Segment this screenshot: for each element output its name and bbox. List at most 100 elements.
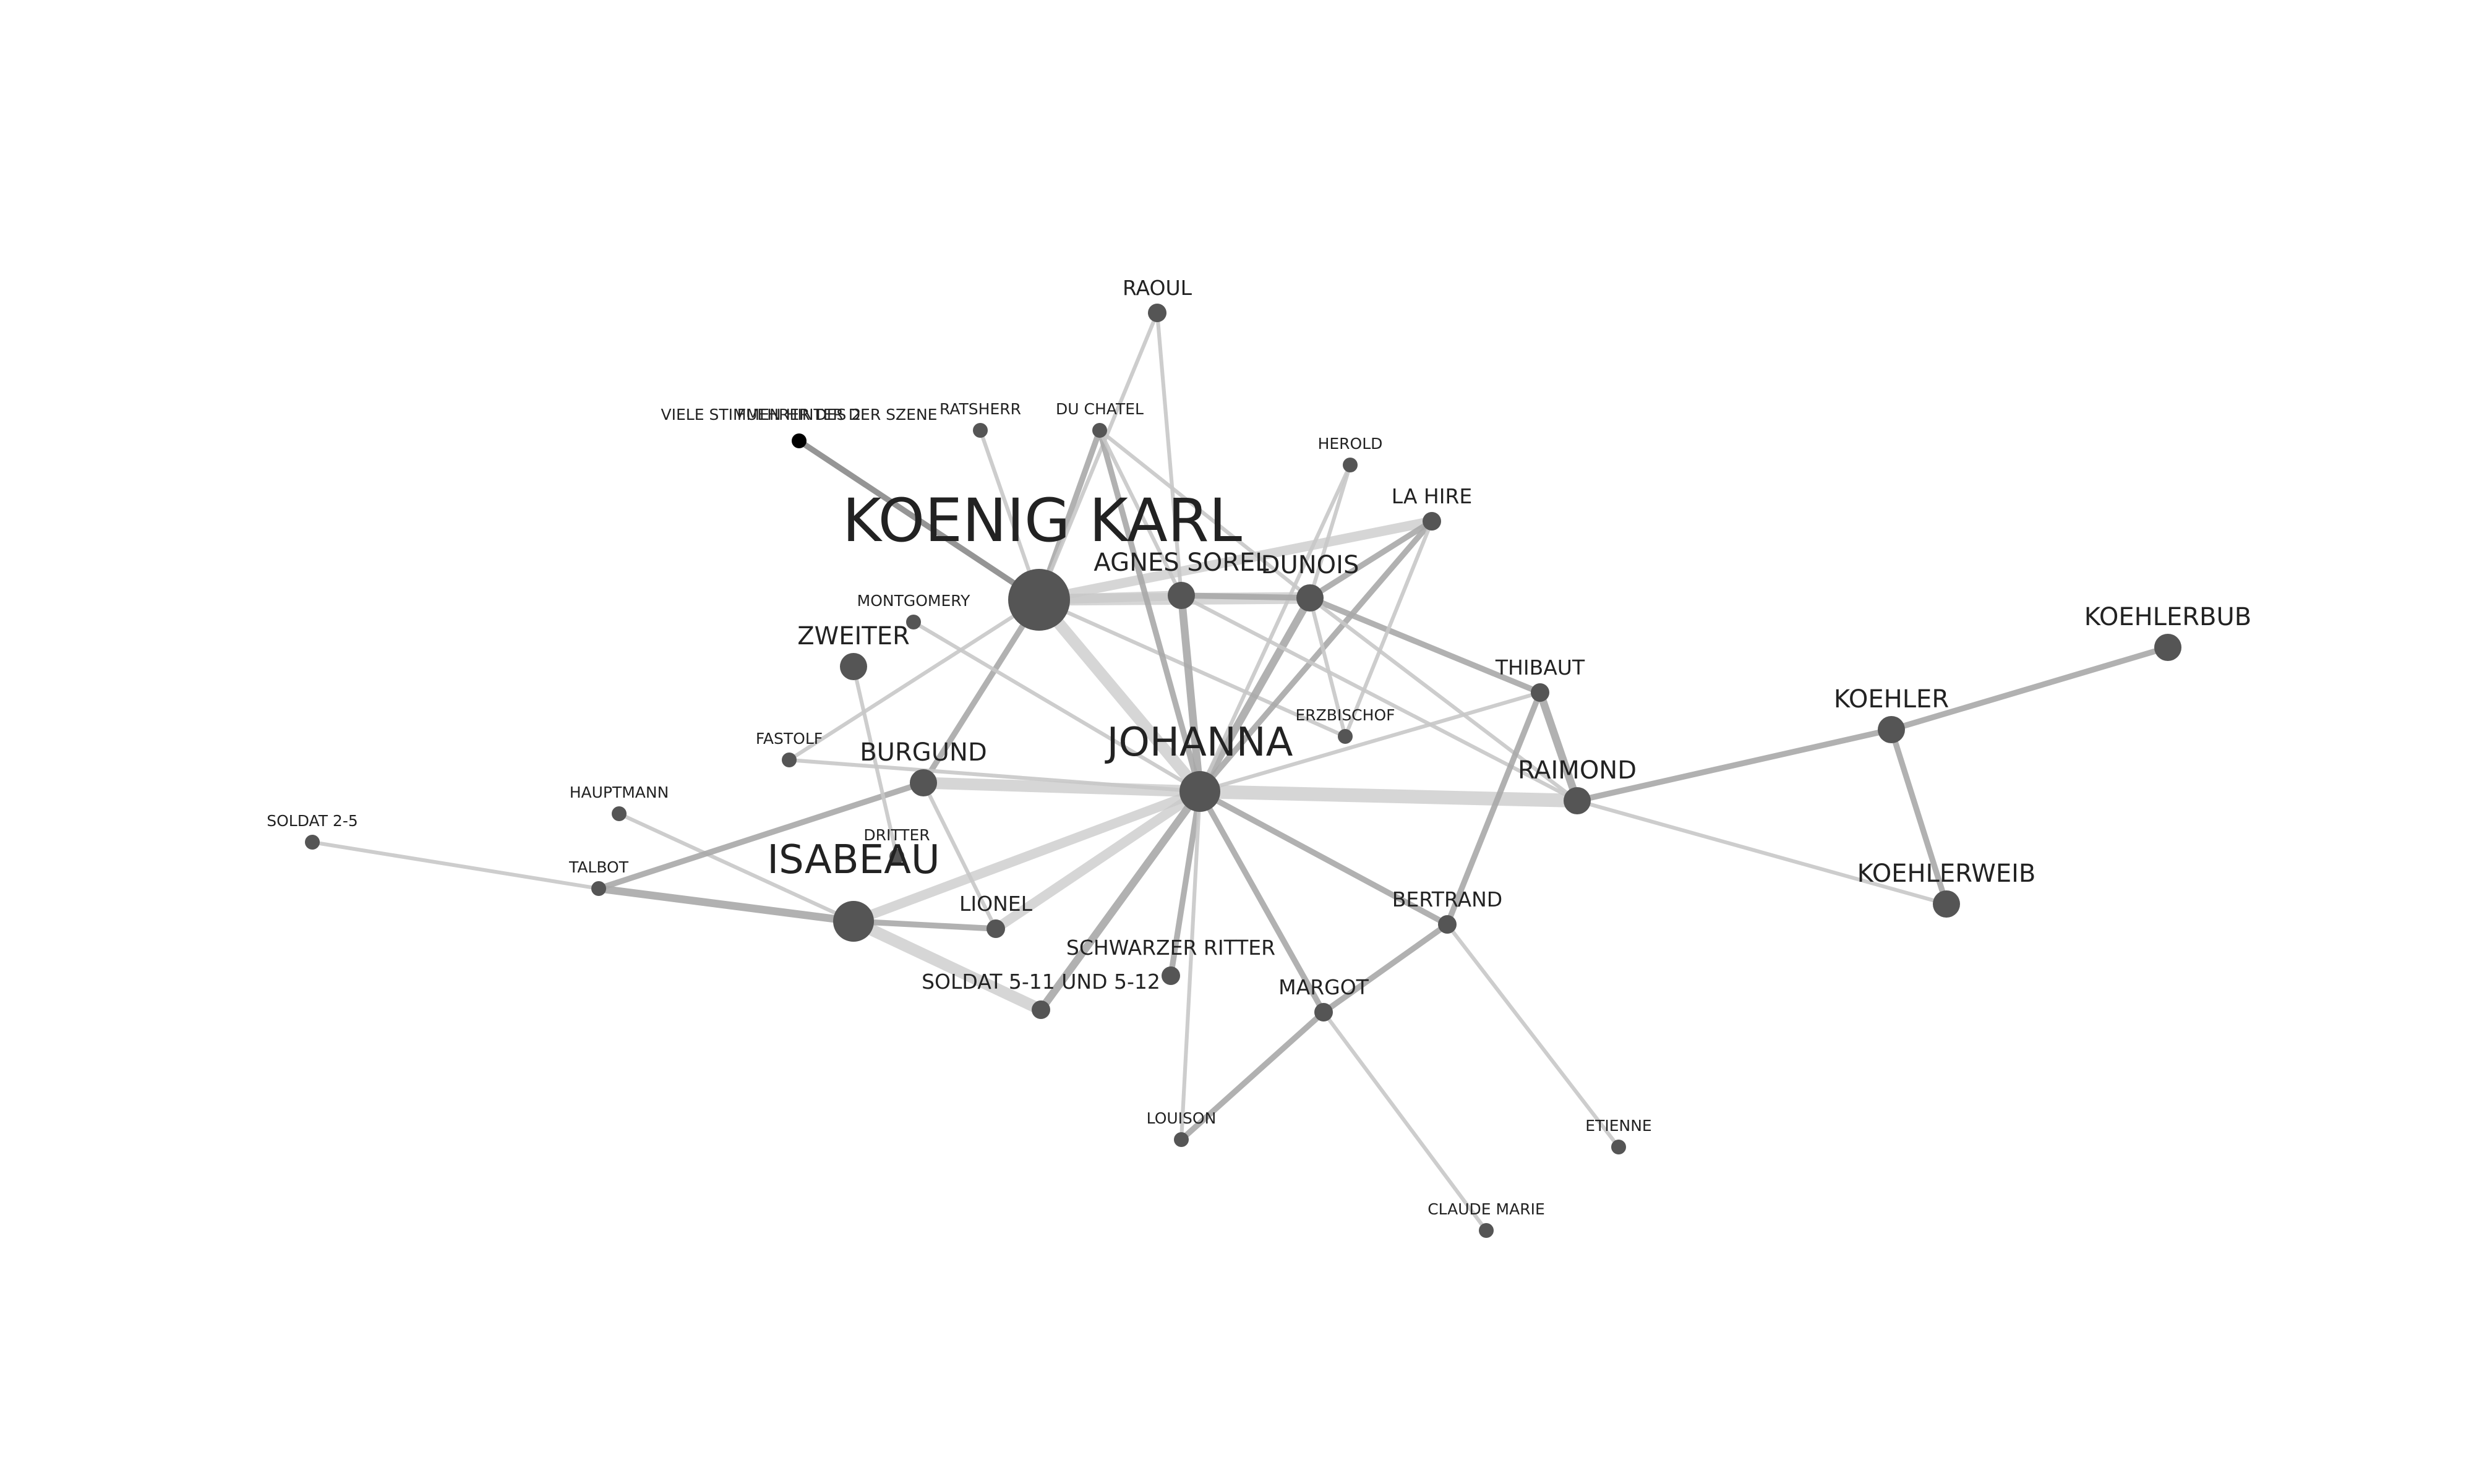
node-label-etienne: ETIENNE — [1585, 1117, 1651, 1135]
node-koenig-karl[interactable] — [1008, 569, 1070, 631]
node-dritter[interactable] — [889, 849, 904, 864]
node-soldat-2-5[interactable] — [305, 835, 320, 850]
node-label-soldat-5-11: SOLDAT 5-11 UND 5-12 — [922, 970, 1160, 994]
edge-koenig-karl-to-raoul — [1037, 310, 1160, 602]
node-talbot[interactable] — [591, 881, 606, 896]
edge-dunois-to-raimond — [1308, 595, 1580, 803]
node-label-dunois: DUNOIS — [1261, 551, 1359, 579]
edge-johanna-to-agnes-sorel — [1177, 591, 1204, 796]
node-schwarzer-ritter[interactable] — [1162, 966, 1180, 985]
node-koehlerbub[interactable] — [2154, 634, 2181, 661]
node-isabeau[interactable] — [833, 901, 874, 942]
labels-layer: KOENIG KARL JOHANNA ISABEAU AGNES SORELDUNO… — [267, 276, 2251, 1218]
edge-dunois-to-herold — [1308, 463, 1353, 600]
node-louison[interactable] — [1174, 1132, 1189, 1147]
node-label-schwarzer-ritter: SCHWARZER RITTER — [1066, 936, 1275, 960]
node-thibaut[interactable] — [1531, 683, 1549, 702]
node-label-du-chatel: DU CHATEL — [1056, 400, 1144, 418]
edge-erzbischof-to-la-hire — [1343, 519, 1434, 739]
node-hauptmann[interactable] — [612, 806, 627, 821]
edge-zweiter-to-dritter — [851, 664, 899, 859]
edge-koenig-karl-to-viele — [796, 438, 1042, 603]
edge-johanna-to-margot — [1197, 788, 1327, 1015]
edge-koenig-karl-to-johanna — [1033, 594, 1206, 798]
edge-bertrand-to-margot — [1320, 921, 1450, 1015]
edge-johanna-to-la-hire — [1197, 518, 1435, 795]
edge-johanna-to-lionel — [991, 787, 1205, 934]
node-bertrand[interactable] — [1438, 915, 1457, 934]
node-claude-marie[interactable] — [1479, 1223, 1494, 1238]
node-label-talbot: TALBOT — [568, 858, 629, 876]
edge-agnes-sorel-to-raoul — [1155, 310, 1184, 598]
edge-johanna-to-montgomery — [911, 620, 1202, 794]
node-zweiter[interactable] — [840, 653, 867, 680]
node-johanna[interactable] — [1179, 771, 1220, 812]
node-label-dritter: DRITTER — [863, 826, 930, 844]
node-la-hire[interactable] — [1423, 512, 1441, 531]
edge-koehler-to-koehlerweib — [1888, 727, 1950, 907]
node-viele[interactable] — [792, 433, 807, 448]
edge-dunois-to-la-hire — [1307, 518, 1435, 601]
node-margot[interactable] — [1314, 1003, 1333, 1021]
node-montgomery[interactable] — [906, 615, 921, 629]
node-dunois[interactable] — [1296, 584, 1324, 612]
node-label-bertrand: BERTRAND — [1392, 887, 1502, 911]
edge-johanna-to-isabeau — [849, 787, 1205, 926]
node-soldat-5-11[interactable] — [1032, 1000, 1050, 1019]
edge-burgund-to-lionel — [921, 780, 998, 931]
edge-koenig-karl-to-erzbischof — [1037, 597, 1348, 739]
node-label-thibaut: THIBAUT — [1495, 655, 1585, 680]
node-label-la-hire: LA HIRE — [1392, 484, 1473, 508]
node-label-johanna: JOHANNA — [1105, 720, 1293, 765]
edges-layer — [310, 310, 2171, 1233]
edge-johanna-to-bertrand — [1197, 788, 1450, 927]
edge-isabeau-to-lionel — [850, 918, 999, 932]
edge-talbot-to-soldat-2-5 — [310, 840, 601, 891]
node-agnes-sorel[interactable] — [1168, 582, 1195, 609]
node-label-koenig-karl: KOENIG KARL — [842, 486, 1242, 555]
node-label-isabeau: ISABEAU — [767, 837, 940, 883]
node-erzbischof[interactable] — [1338, 729, 1353, 744]
edge-johanna-to-burgund — [917, 777, 1206, 798]
edge-koenig-karl-to-fastolf — [787, 597, 1042, 762]
node-label-fastolf: FASTOLF — [756, 730, 823, 748]
node-label-lionel: LIONEL — [959, 892, 1033, 916]
node-label-burgund: BURGUND — [860, 738, 987, 767]
node-label-erzbischof: ERZBISCHOF — [1296, 706, 1395, 724]
node-label-hauptmann: HAUPTMANN — [570, 783, 669, 801]
edge-johanna-to-thibaut — [1197, 690, 1543, 794]
node-koehlerweib[interactable] — [1933, 890, 1960, 918]
edge-dunois-to-erzbischof — [1308, 595, 1348, 739]
node-koehler[interactable] — [1878, 716, 1905, 743]
node-label-raimond: RAIMOND — [1518, 756, 1637, 785]
node-label-agnes-sorel: AGNES SOREL — [1094, 548, 1269, 577]
node-etienne[interactable] — [1611, 1140, 1626, 1154]
node-label-herold: HEROLD — [1318, 435, 1383, 453]
node-herold[interactable] — [1343, 458, 1358, 472]
node-label-koehlerbub: KOEHLERBUB — [2084, 603, 2251, 631]
node-raoul[interactable] — [1148, 304, 1166, 322]
edge-agnes-sorel-to-du-chatel — [1097, 428, 1184, 598]
node-label-ratsherr: RATSHERR — [940, 400, 1021, 418]
edge-bertrand-to-etienne — [1445, 922, 1621, 1149]
node-label-zweiter: ZWEITER — [797, 622, 910, 650]
edge-koenig-karl-to-la-hire — [1034, 516, 1437, 605]
edge-margot-to-claude-marie — [1321, 1010, 1489, 1233]
edge-isabeau-to-soldat-5-11 — [847, 915, 1047, 1016]
edge-johanna-to-soldat-5-11 — [1037, 787, 1204, 1014]
node-fastolf[interactable] — [782, 753, 797, 767]
node-label-raoul: RAOUL — [1123, 276, 1192, 300]
node-label-montgomery: MONTGOMERY — [857, 592, 970, 610]
node-burgund[interactable] — [910, 769, 937, 796]
edge-agnes-sorel-to-dunois — [1178, 592, 1313, 601]
node-label-fuehrer: FUEHRER DES 2 — [737, 406, 862, 424]
node-du-chatel[interactable] — [1092, 423, 1107, 438]
edge-dunois-to-du-chatel — [1097, 428, 1312, 600]
node-label-koehlerweib: KOEHLERWEIB — [1857, 859, 2036, 888]
edge-isabeau-to-talbot — [594, 884, 858, 926]
node-ratsherr[interactable] — [973, 423, 988, 438]
nodes-layer — [305, 304, 2181, 1238]
node-lionel[interactable] — [987, 919, 1005, 938]
node-raimond[interactable] — [1564, 787, 1591, 814]
edge-burgund-to-talbot — [596, 780, 927, 892]
